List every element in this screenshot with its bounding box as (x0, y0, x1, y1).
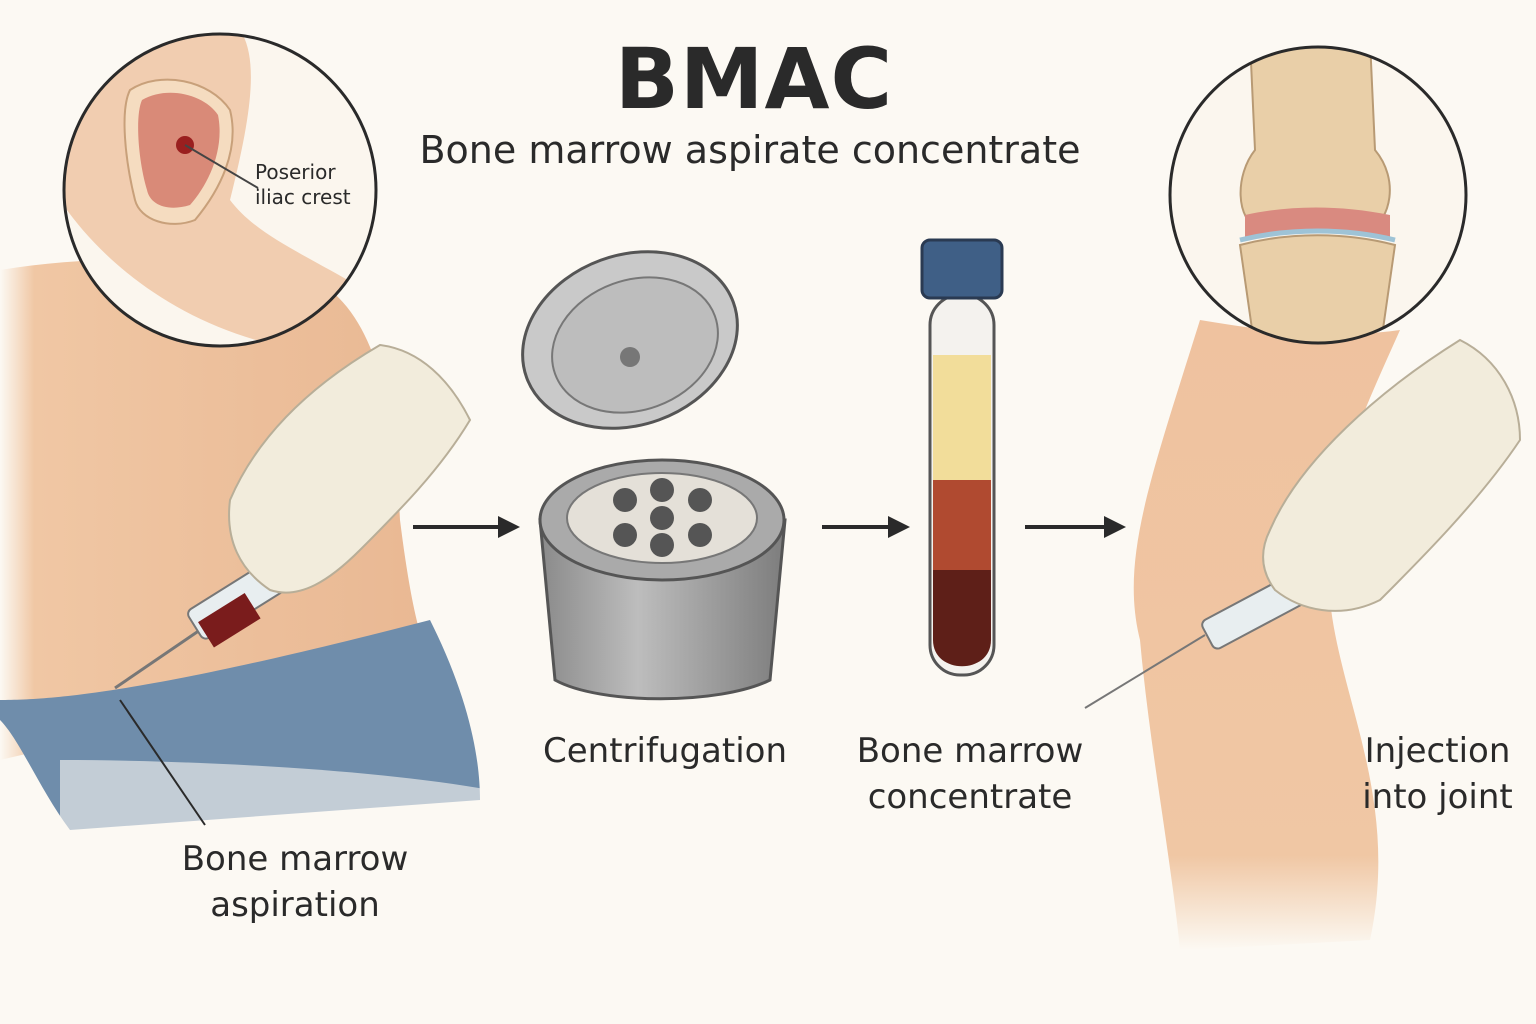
arrow-3 (1025, 516, 1126, 538)
callout-line-2: iliac crest (255, 185, 351, 209)
gloved-hand-left (228, 343, 472, 594)
arrow-2 (822, 516, 910, 538)
label-line-2: into joint (1362, 777, 1513, 817)
page-title: BMAC (614, 30, 894, 128)
step-injection-label: Injection into joint (1350, 728, 1525, 820)
callout-line-1: Poserior (255, 160, 336, 184)
knee-joint-inset (1168, 45, 1468, 345)
label-line-2: concentrate (867, 777, 1073, 817)
label-line-2: aspiration (210, 885, 380, 925)
iliac-crest-inset (62, 32, 378, 348)
centrifuge (521, 250, 787, 701)
step-concentrate-label: Bone marrow concentrate (845, 728, 1095, 820)
arrow-1 (413, 516, 520, 538)
step-centrifugation-label: Centrifugation (542, 731, 788, 771)
label-line-1: Bone marrow (181, 839, 409, 879)
test-tube (920, 238, 1004, 677)
label-line-1: Injection (1364, 731, 1511, 771)
label-line-1: Bone marrow (856, 731, 1084, 771)
iliac-crest-label: Poserior iliac crest (255, 160, 351, 210)
leader-line (119, 699, 206, 826)
step-aspiration-label: Bone marrow aspiration (165, 836, 425, 928)
page-subtitle: Bone marrow aspirate concentrate (419, 128, 1081, 172)
gloved-hand-right (1262, 338, 1522, 612)
